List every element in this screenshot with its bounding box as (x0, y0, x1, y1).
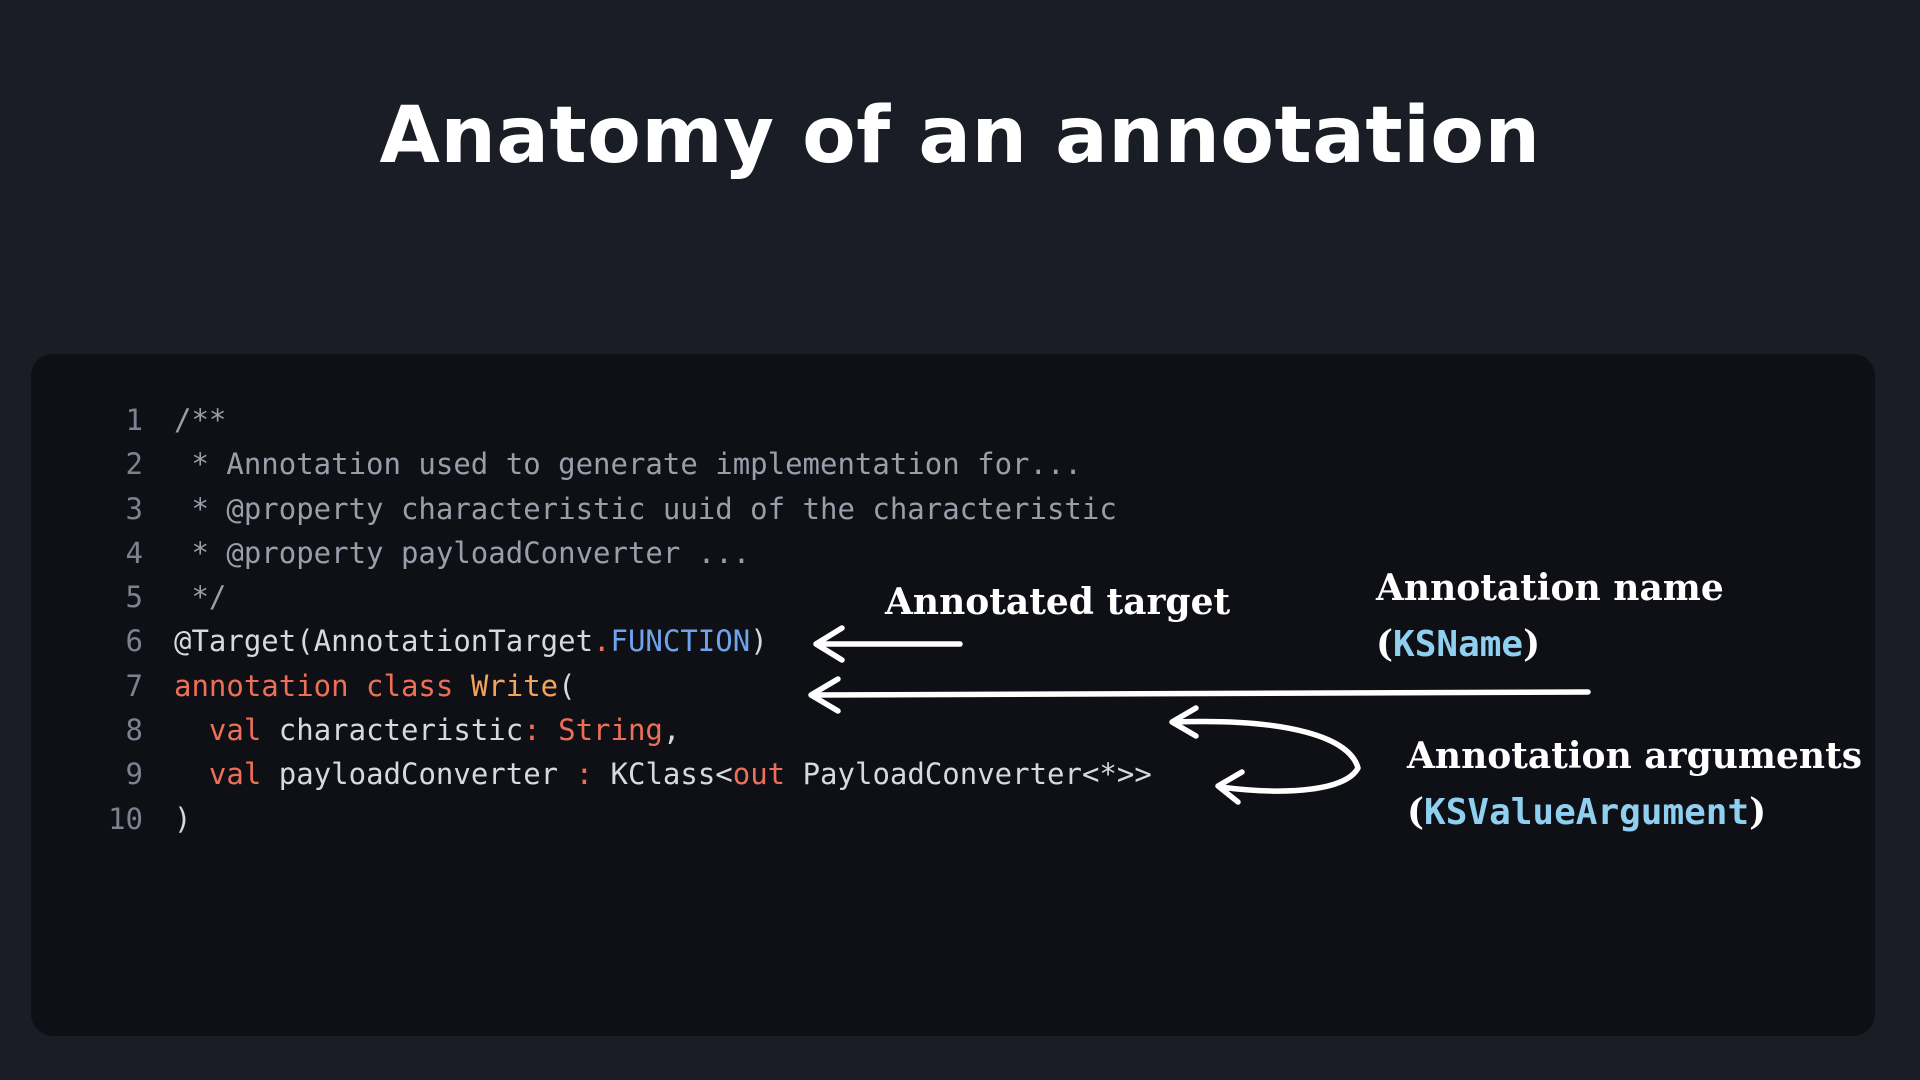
page-title: Anatomy of an annotation (379, 91, 1541, 181)
code-line: 1 /** (91, 398, 1152, 442)
code-line: 8 val characteristic: String, (91, 708, 1152, 752)
code-token: PayloadConverter<*>> (785, 757, 1152, 792)
line-number: 8 (125, 713, 143, 748)
code-line: 5 */ (91, 575, 1152, 619)
code-line: 10) (91, 797, 1152, 841)
line-number: 9 (125, 757, 143, 792)
code-token: out (732, 757, 786, 792)
line-number: 6 (125, 624, 143, 659)
code-token: val (208, 757, 262, 792)
code-token: characteristic (261, 713, 524, 748)
line-content: */ (174, 575, 226, 619)
code-line: 2 * Annotation used to generate implemen… (91, 442, 1152, 486)
code-token: @Target(AnnotationTarget (174, 624, 594, 659)
code-token (174, 757, 209, 791)
code-token: ) (750, 624, 768, 659)
code-token: */ (174, 580, 227, 615)
line-content: * @property characteristic uuid of the c… (174, 487, 1117, 531)
annotation-name-type: (KSName) (1376, 623, 1541, 665)
code-token: KClass< (593, 757, 733, 792)
line-number: 10 (108, 801, 143, 836)
code-token: . (593, 624, 611, 659)
line-content: /** (174, 398, 226, 442)
line-number: 5 (125, 580, 143, 615)
code-token: , (662, 713, 681, 748)
line-content: * Annotation used to generate implementa… (174, 442, 1082, 486)
code-token: annotation class (174, 668, 471, 703)
annotated-target-text: Annotated target (885, 581, 1231, 623)
code-line: 7 annotation class Write( (91, 664, 1152, 708)
line-content: @Target(AnnotationTarget.FUNCTION) (174, 619, 768, 663)
annotation-arguments-type: (KSValueArgument) (1407, 791, 1767, 833)
line-content: val payloadConverter : KClass<out Payloa… (174, 752, 1152, 796)
code-token (174, 713, 209, 747)
code-panel: 1 /** 2 * Annotation used to generate impl… (31, 354, 1875, 1036)
annotation-arguments-text: Annotation arguments (1407, 735, 1862, 777)
code-token: * @property characteristic uuid of the c… (174, 491, 1117, 526)
line-content: * @property payloadConverter ... (174, 531, 750, 575)
code-line: 9 val payloadConverter : KClass<out Payl… (91, 752, 1152, 796)
line-content: annotation class Write( (174, 664, 576, 708)
code-token: * @property payloadConverter ... (174, 535, 751, 570)
code-token: * Annotation used to generate implementa… (174, 447, 1082, 482)
code-token: : (575, 757, 594, 792)
code-line: 3 * @property characteristic uuid of the… (91, 487, 1152, 531)
code-token: : String (523, 713, 663, 748)
line-number: 4 (125, 535, 143, 570)
line-number: 7 (125, 668, 143, 703)
annotated-target-label: Annotated target (885, 574, 1230, 630)
annotation-name-text: Annotation name (1376, 567, 1724, 609)
code-token: val (208, 713, 262, 748)
code-block: 1 /** 2 * Annotation used to generate impl… (91, 398, 1152, 841)
code-line: 4 * @property payloadConverter ... (91, 531, 1152, 575)
code-token: /** (174, 403, 227, 437)
code-token: Write (470, 668, 559, 703)
line-number: 2 (125, 447, 143, 482)
annotation-arguments-label: Annotation arguments (KSValueArgument) (1407, 728, 1862, 841)
line-number: 3 (125, 491, 143, 526)
code-token: payloadConverter (261, 757, 576, 792)
code-token: FUNCTION (610, 624, 751, 659)
code-token: ( (558, 668, 576, 703)
line-content: val characteristic: String, (174, 708, 680, 752)
code-line: 6 @Target(AnnotationTarget.FUNCTION) (91, 619, 1152, 663)
code-token: ) (174, 801, 192, 836)
line-content: ) (174, 797, 191, 841)
ksvalueargument-type: KSValueArgument (1424, 792, 1750, 833)
annotation-name-label: Annotation name (KSName) (1376, 560, 1724, 673)
ksname-type: KSName (1393, 624, 1524, 665)
line-number: 1 (125, 403, 143, 437)
